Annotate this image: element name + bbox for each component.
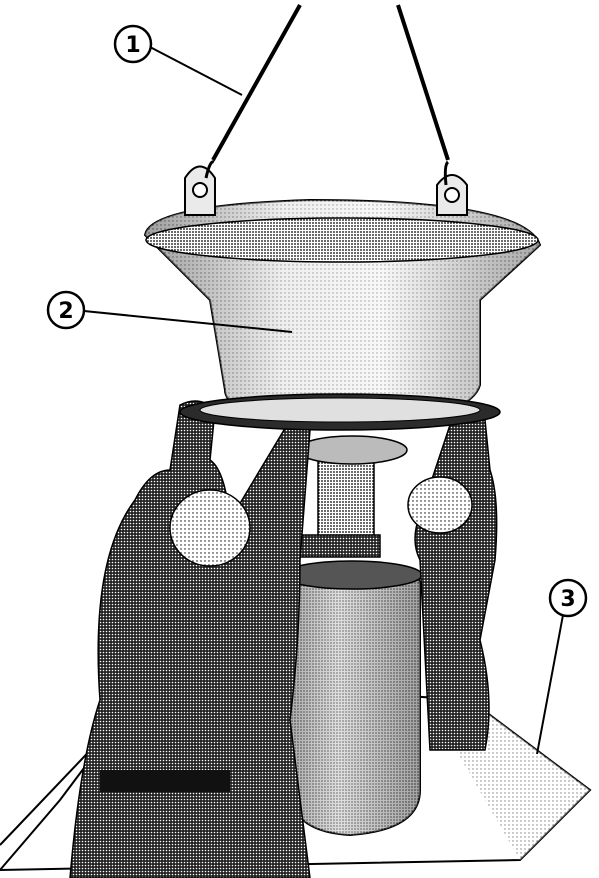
spindle-assembly: [296, 435, 408, 558]
callout-3-circle: [548, 578, 588, 618]
callout-1-circle: [113, 24, 153, 64]
frame-housing: [281, 560, 423, 837]
callout-1-label: 1: [125, 33, 140, 58]
bowl-assembly: [143, 198, 542, 431]
callout-2: 2: [46, 290, 293, 333]
callout-3: 3: [536, 578, 588, 755]
callout-3-label: 3: [560, 587, 575, 612]
callout-2-label: 2: [58, 299, 73, 324]
callout-1: 1: [113, 24, 243, 96]
right-operator: [407, 405, 498, 751]
lifting-sling: [184, 4, 468, 216]
left-operator: [69, 400, 311, 878]
callout-2-circle: [46, 290, 86, 330]
